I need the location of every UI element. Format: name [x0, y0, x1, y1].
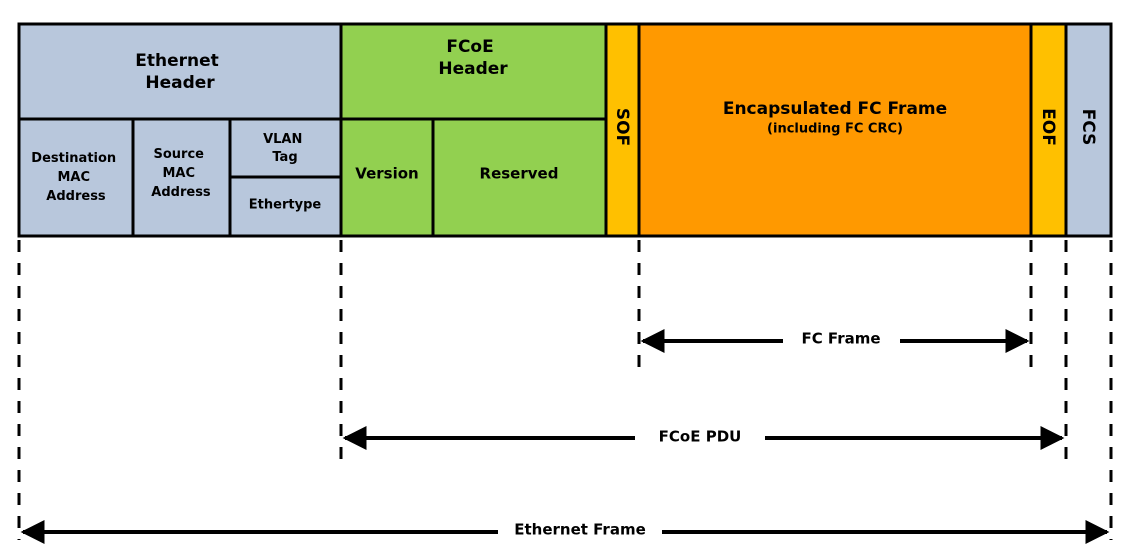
fcoe-pdu-span-label: FCoE PDU	[659, 428, 742, 446]
span-labels: FC Frame FCoE PDU Ethernet Frame	[514, 330, 880, 539]
eof-label: EOF	[1038, 108, 1058, 146]
ethernet-header-block	[17, 22, 343, 121]
destination-mac-field	[17, 117, 135, 238]
encapsulated-fc-frame-subtitle: (including FC CRC)	[767, 122, 903, 137]
reserved-label: Reserved	[480, 165, 559, 183]
source-mac-label: Source MAC Address	[151, 147, 211, 200]
vlan-tag-field	[228, 117, 343, 179]
version-label: Version	[355, 165, 418, 183]
frame-fields: Ethernet Header Destination MAC Address …	[17, 22, 1113, 238]
fcoe-header-label: FCoE Header	[438, 37, 508, 79]
fcs-field	[1064, 22, 1113, 238]
ethernet-header-label: Ethernet Header	[135, 51, 224, 93]
boundary-lines	[17, 240, 1113, 540]
reserved-field	[431, 117, 608, 238]
sof-label: SOF	[612, 108, 632, 146]
span-arrows	[20, 329, 1110, 544]
source-mac-field	[131, 117, 232, 238]
encapsulated-fc-frame	[637, 22, 1033, 238]
fc-frame-span-label: FC Frame	[801, 330, 880, 348]
ethernet-frame-span-label: Ethernet Frame	[514, 521, 646, 539]
fcs-label: FCS	[1078, 109, 1098, 146]
encapsulated-fc-frame-title: Encapsulated FC Frame	[723, 99, 947, 119]
destination-mac-label: Destination MAC Address	[31, 151, 120, 204]
fcoe-header-block	[339, 22, 608, 121]
vlan-tag-label: VLAN Tag	[263, 132, 307, 165]
ethertype-label: Ethertype	[249, 198, 322, 213]
